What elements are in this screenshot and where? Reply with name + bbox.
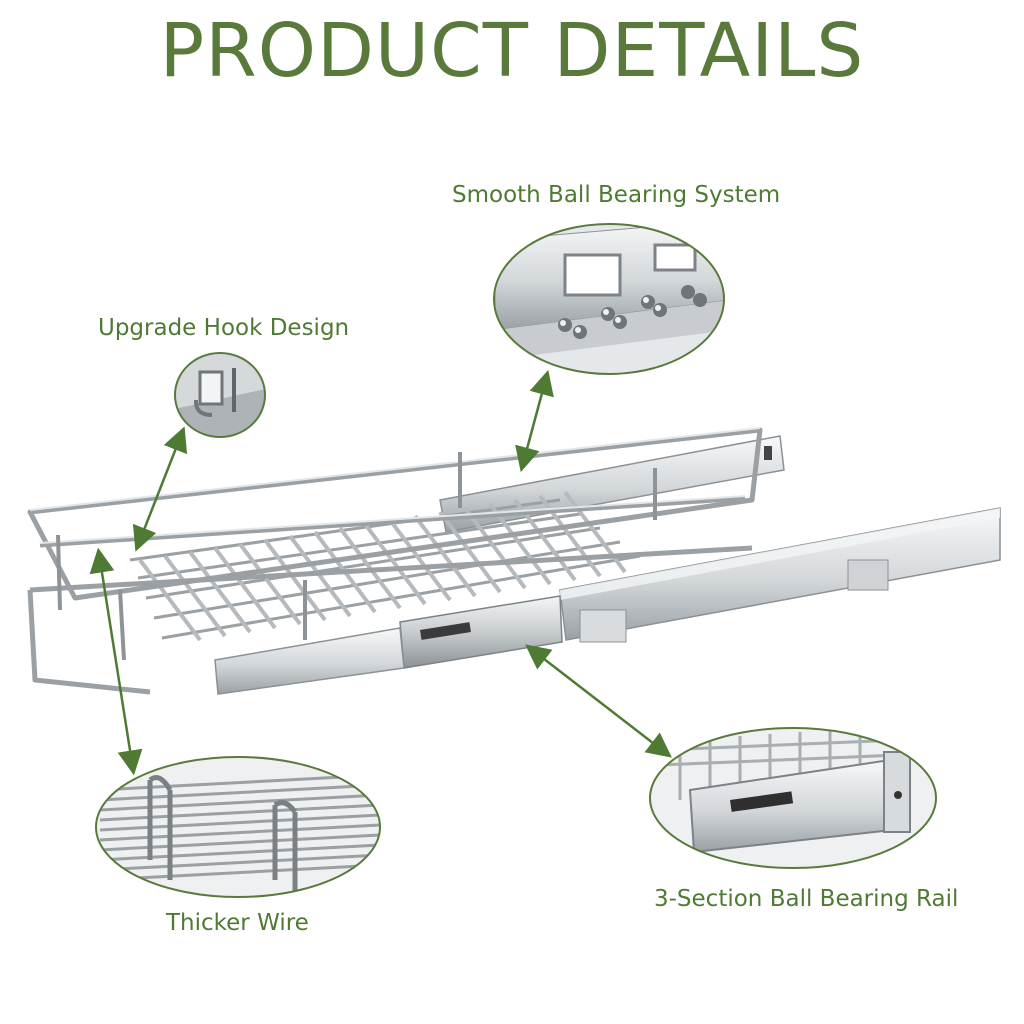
callout-label-ball-bearing-system: Smooth Ball Bearing System — [452, 182, 781, 208]
callout-arrows — [89, 369, 672, 776]
page-title: PRODUCT DETAILS — [159, 8, 865, 94]
callout-zoom-ball-bearing — [493, 223, 725, 375]
callout-zoom-bearing-rail — [649, 727, 937, 869]
callout-zoom-hook — [174, 352, 266, 438]
callout-zoom-thicker-wire — [95, 756, 381, 898]
callout-label-thicker-wire: Thicker Wire — [166, 910, 309, 936]
callout-label-hook-design: Upgrade Hook Design — [98, 315, 350, 341]
callout-label-bearing-rail: 3-Section Ball Bearing Rail — [654, 886, 959, 912]
pull-out-basket — [27, 427, 1001, 695]
